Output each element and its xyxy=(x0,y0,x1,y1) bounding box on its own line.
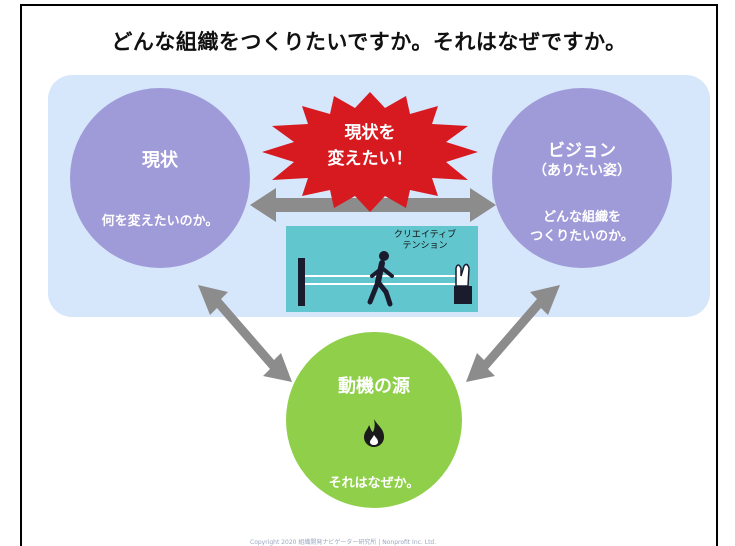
vision-heading: ビジョン xyxy=(548,141,616,161)
vision-circle: ビジョン （ありたい姿） どんな組織を つくりたいのか。 xyxy=(492,88,672,268)
tension-line1: クリエイティブ xyxy=(393,230,457,240)
hand-icon xyxy=(454,263,472,304)
footer-copyright: Copyright 2020 組織開発ナビゲーター研究所 | Nonprofit… xyxy=(250,539,437,546)
tension-label: クリエイティブ テンション xyxy=(380,230,470,252)
vision-subheading: （ありたい姿） xyxy=(533,163,631,179)
tension-line2: テンション xyxy=(402,241,448,251)
left-post xyxy=(298,258,305,306)
creative-tension-panel xyxy=(286,226,478,312)
current-heading: 現状 xyxy=(142,150,178,171)
red-burst-shape xyxy=(262,92,478,212)
vision-question: どんな組織を つくりたいのか。 xyxy=(492,208,672,246)
vision-question-line2: つくりたいのか。 xyxy=(530,229,634,244)
flame-icon xyxy=(364,419,384,447)
right-diagonal-arrow xyxy=(466,285,560,382)
motive-question: それはなぜか。 xyxy=(328,476,420,491)
vision-question-line1: どんな組織を xyxy=(542,210,621,225)
burst-line2: 変えたい！ xyxy=(327,149,413,169)
motive-heading: 動機の源 xyxy=(338,376,410,397)
tension-illustration xyxy=(298,251,472,307)
burst-text: 現状を 変えたい！ xyxy=(300,120,440,172)
slide-title: どんな組織をつくりたいですか。それはなぜですか。 xyxy=(111,30,627,54)
burst-line1: 現状を xyxy=(344,123,396,143)
current-question: 何を変えたいのか。 xyxy=(101,214,219,229)
motive-circle: 動機の源 それはなぜか。 xyxy=(286,332,462,508)
walking-person-icon xyxy=(367,251,394,307)
left-diagonal-arrow xyxy=(198,285,292,382)
current-state-circle: 現状 何を変えたいのか。 xyxy=(70,88,250,268)
